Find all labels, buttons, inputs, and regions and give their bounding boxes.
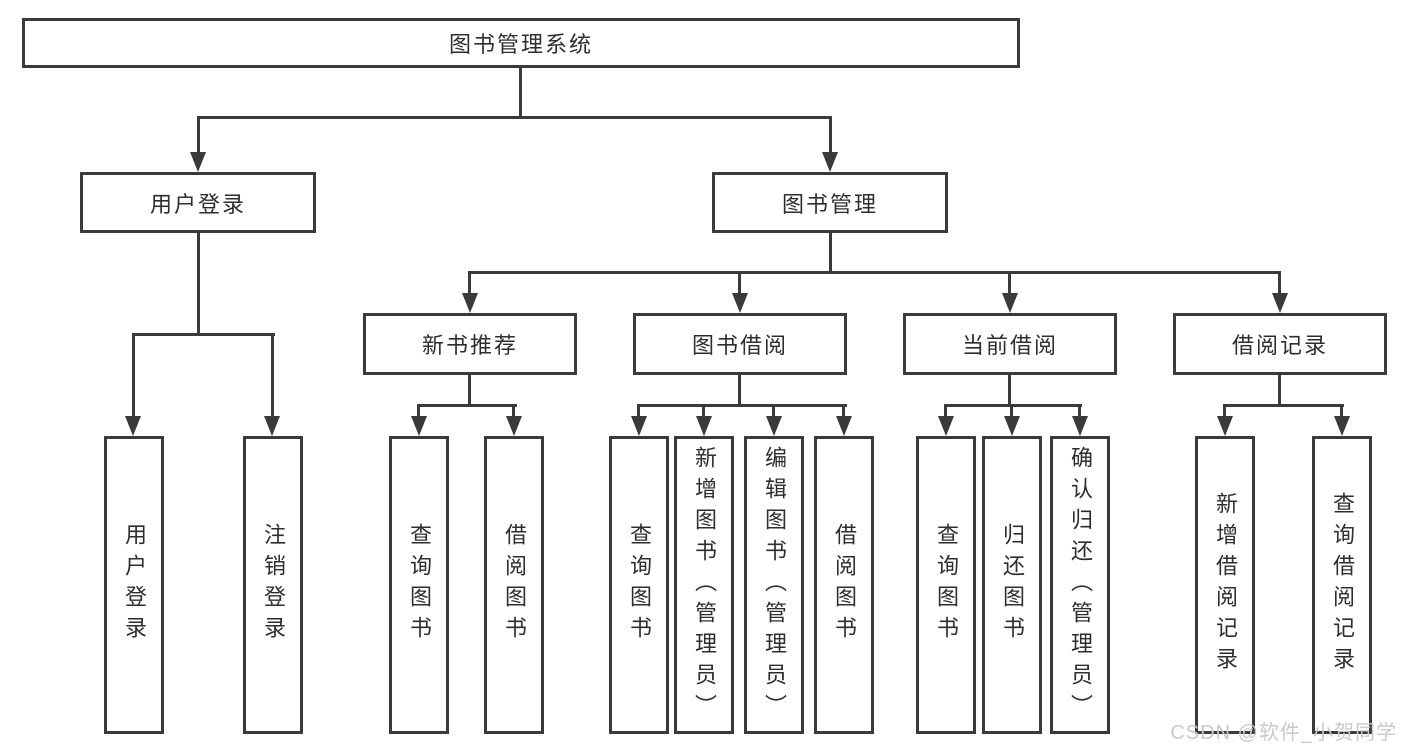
leaf-edit-book-admin: 编辑图书（管理员） (744, 436, 804, 734)
arrow-down-icon (411, 416, 427, 436)
connector-records-drop-2 (1340, 404, 1343, 418)
leaf-label: 用户登录 (122, 523, 147, 647)
arrow-down-icon (190, 152, 206, 172)
connector-mgmt-stem (829, 233, 832, 274)
connector-root-drop-right (829, 116, 832, 156)
node-library-management-system: 图书管理系统 (22, 18, 1020, 68)
node-new-book-recommend: 新书推荐 (363, 313, 577, 375)
leaf-label: 查询图书 (627, 523, 652, 647)
leaf-label: 查询借阅记录 (1330, 492, 1355, 678)
leaf-label: 新增图书（管理员） (692, 445, 717, 725)
connector-recommend-bar (417, 404, 517, 407)
connector-recommend-drop-1 (417, 404, 420, 418)
watermark: CSDN @软件_小贺同学 (1170, 722, 1397, 744)
connector-records-stem (1278, 375, 1281, 407)
arrow-down-icon (1334, 416, 1350, 436)
connector-borrow-stem (738, 375, 741, 407)
leaf-label: 归还图书 (1000, 523, 1025, 647)
arrow-down-icon (938, 416, 954, 436)
connector-login-stem (197, 233, 200, 336)
arrow-down-icon (1072, 416, 1088, 436)
leaf-label: 查询图书 (934, 523, 959, 647)
leaf-label: 借阅图书 (502, 523, 527, 647)
arrow-down-icon (696, 416, 712, 436)
arrow-down-icon (1217, 416, 1233, 436)
connector-records-drop-1 (1223, 404, 1226, 418)
arrow-down-icon (1004, 416, 1020, 436)
connector-records-bar (1223, 404, 1344, 407)
connector-mgmt-bar (468, 271, 1281, 274)
leaf-label: 新增借阅记录 (1213, 492, 1238, 678)
leaf-return-books: 归还图书 (982, 436, 1042, 734)
connector-root-drop-left (197, 116, 200, 156)
connector-current-drop-1 (944, 404, 947, 418)
connector-borrow-bar (637, 404, 847, 407)
arrow-down-icon (462, 293, 478, 313)
connector-current-bar (944, 404, 1082, 407)
leaf-borrow-books-recommend: 借阅图书 (484, 436, 544, 734)
leaf-label: 注销登录 (261, 523, 286, 647)
connector-recommend-drop-2 (512, 404, 515, 418)
leaf-label: 借阅图书 (832, 523, 857, 647)
connector-borrow-drop-2 (702, 404, 705, 418)
node-borrow-records: 借阅记录 (1173, 313, 1387, 375)
arrow-down-icon (1002, 293, 1018, 313)
connector-recommend-stem (468, 375, 471, 407)
connector-borrow-drop-4 (842, 404, 845, 418)
connector-root-bar (197, 116, 832, 119)
connector-mgmt-drop-2 (738, 271, 741, 295)
connector-mgmt-drop-1 (468, 271, 471, 295)
leaf-query-books-recommend: 查询图书 (389, 436, 449, 734)
connector-borrow-drop-1 (637, 404, 640, 418)
leaf-add-book-admin: 新增图书（管理员） (674, 436, 734, 734)
node-current-borrow: 当前借阅 (903, 313, 1117, 375)
connector-login-bar (132, 333, 275, 336)
arrow-down-icon (822, 152, 838, 172)
connector-mgmt-drop-4 (1278, 271, 1281, 295)
arrow-down-icon (506, 416, 522, 436)
connector-login-drop-1 (132, 333, 135, 417)
connector-mgmt-drop-3 (1008, 271, 1011, 295)
arrow-down-icon (766, 416, 782, 436)
connector-borrow-drop-3 (772, 404, 775, 418)
leaf-borrow-books: 借阅图书 (814, 436, 874, 734)
leaf-label: 编辑图书（管理员） (762, 445, 787, 725)
connector-current-stem (1008, 375, 1011, 407)
leaf-confirm-return-admin: 确认归还（管理员） (1050, 436, 1110, 734)
arrow-down-icon (631, 416, 647, 436)
arrow-down-icon (1272, 293, 1288, 313)
leaf-label: 确认归还（管理员） (1068, 445, 1093, 725)
connector-login-drop-2 (271, 333, 274, 417)
leaf-query-books-current: 查询图书 (916, 436, 976, 734)
connector-current-drop-3 (1078, 404, 1081, 418)
leaf-user-login: 用户登录 (104, 436, 164, 734)
leaf-query-books-borrow: 查询图书 (609, 436, 669, 734)
connector-current-drop-2 (1010, 404, 1013, 418)
arrow-down-icon (732, 293, 748, 313)
node-user-login-branch: 用户登录 (80, 172, 316, 233)
leaf-label: 查询图书 (407, 523, 432, 647)
arrow-down-icon (264, 416, 280, 436)
arrow-down-icon (836, 416, 852, 436)
connector-root-stem (519, 68, 522, 118)
node-book-borrow: 图书借阅 (633, 313, 847, 375)
arrow-down-icon (125, 416, 141, 436)
node-book-management-branch: 图书管理 (712, 172, 948, 233)
leaf-add-borrow-record: 新增借阅记录 (1195, 436, 1255, 734)
leaf-query-borrow-record: 查询借阅记录 (1312, 436, 1372, 734)
leaf-logout: 注销登录 (243, 436, 303, 734)
